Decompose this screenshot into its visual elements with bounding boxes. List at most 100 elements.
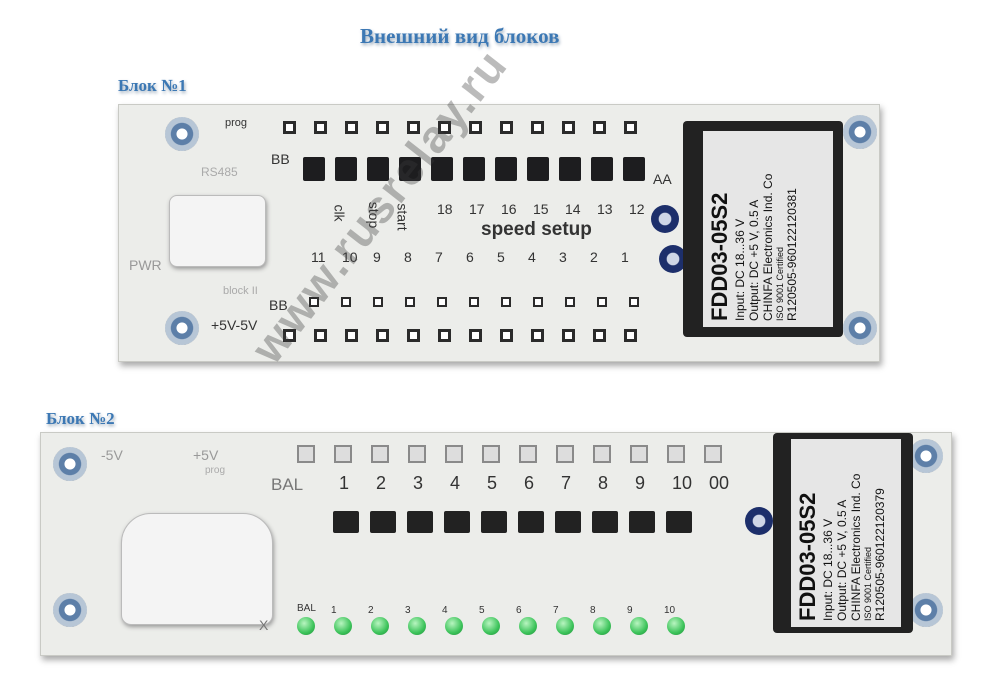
pad (562, 121, 575, 134)
block1-board-photo: prog BB RS485 PWR +5V-5V block II BB AA … (118, 104, 880, 362)
module-serial: R120505-960122120381 (785, 188, 799, 321)
relay-chip (370, 511, 396, 533)
module-model: FDD03-05S2 (795, 492, 820, 621)
relay-chip (335, 157, 357, 181)
channel-number: 2 (376, 473, 387, 493)
module-maker: CHINFA Electronics Ind. Co (849, 473, 863, 621)
pad (407, 121, 420, 134)
bottom-number: 7 (435, 249, 443, 265)
x-label: X (259, 617, 269, 633)
pad (624, 329, 637, 342)
pad (624, 121, 637, 134)
relay-chip (463, 157, 485, 181)
terminal-pad (309, 297, 319, 307)
led-number: 2 (368, 605, 374, 616)
bottom-number: 11 (311, 249, 326, 265)
pad (500, 329, 513, 342)
minus5v-label: -5V (101, 447, 123, 463)
terminal-pad (469, 297, 479, 307)
block-ii-label: block II (223, 285, 258, 297)
channel-number: 10 (672, 473, 693, 493)
plus5v-label: +5V (193, 447, 219, 463)
pad (314, 329, 327, 342)
power-label: +5V-5V (211, 317, 258, 333)
module-model: FDD03-05S2 (707, 192, 732, 321)
relay-chip (399, 157, 421, 181)
prog-label: prog (205, 465, 226, 476)
pad (562, 329, 575, 342)
pad (593, 121, 606, 134)
led-icon (297, 617, 315, 635)
bottom-number: 10 (342, 249, 358, 265)
pad (371, 445, 389, 463)
top-number: 12 (629, 201, 645, 217)
bottom-number: 4 (528, 249, 536, 265)
bottom-number: 9 (373, 249, 381, 265)
relay-chip (527, 157, 549, 181)
pad (531, 329, 544, 342)
bal-label: BAL (271, 475, 304, 494)
pad (593, 445, 611, 463)
led-number: 6 (516, 605, 522, 616)
aa-label: AA (653, 171, 672, 187)
top-number: 17 (469, 201, 485, 217)
channel-number: 5 (487, 473, 498, 493)
pad (469, 121, 482, 134)
relay-chip (592, 511, 618, 533)
output-label: Output: (747, 281, 761, 321)
channel-number: 1 (339, 473, 350, 493)
bb-bottom-label: BB (269, 297, 288, 313)
pad (408, 445, 426, 463)
relay-chip (367, 157, 389, 181)
top-number: 18 (437, 201, 453, 217)
bottom-number: 8 (404, 249, 412, 265)
pad (407, 329, 420, 342)
terminal-pad (533, 297, 543, 307)
module-maker: CHINFA Electronics Ind. Co (761, 173, 775, 321)
led-number: 10 (664, 605, 676, 616)
terminal-pad (597, 297, 607, 307)
pad (345, 121, 358, 134)
led-icon (519, 617, 537, 635)
led-icon (630, 617, 648, 635)
led-icon (482, 617, 500, 635)
led-number: 1 (331, 605, 337, 616)
bottom-number: 2 (590, 249, 598, 265)
channel-number: 4 (450, 473, 461, 493)
relay-chip (629, 511, 655, 533)
bottom-number: 5 (497, 249, 505, 265)
pad (438, 329, 451, 342)
module-cert: ISO 9001 Certified (863, 546, 873, 621)
screw-icon (165, 311, 199, 345)
screw-icon (909, 439, 943, 473)
pad (482, 445, 500, 463)
led-number: 4 (442, 605, 448, 616)
led-icon (371, 617, 389, 635)
bb-top-label: BB (271, 151, 290, 167)
pad (345, 329, 358, 342)
bottom-number: 3 (559, 249, 567, 265)
module-serial: R120505-960122120379 (873, 488, 887, 621)
block1-heading: Блок №1 (118, 76, 187, 95)
relay-chip (591, 157, 613, 181)
prog-label: prog (225, 117, 248, 129)
pad (438, 121, 451, 134)
relay-chip (518, 511, 544, 533)
rs485-label: RS485 (201, 165, 238, 179)
capacitor-icon (745, 507, 773, 535)
input-label: Input: (821, 590, 835, 621)
speed-setup-label: speed setup (481, 219, 592, 240)
dc-dc-module: FDD03-05S2 Input: DC 18...36 V Output: D… (773, 433, 913, 633)
relay-chip (559, 157, 581, 181)
output-value: DC +5 V, 0.5 A (747, 199, 761, 279)
channel-number: 6 (524, 473, 535, 493)
relay-chip (495, 157, 517, 181)
screw-icon (53, 447, 87, 481)
relay-chip (407, 511, 433, 533)
pad (556, 445, 574, 463)
terminal-pad (373, 297, 383, 307)
led-bal-label: BAL (297, 603, 316, 614)
pad (519, 445, 537, 463)
relay-chip (303, 157, 325, 181)
